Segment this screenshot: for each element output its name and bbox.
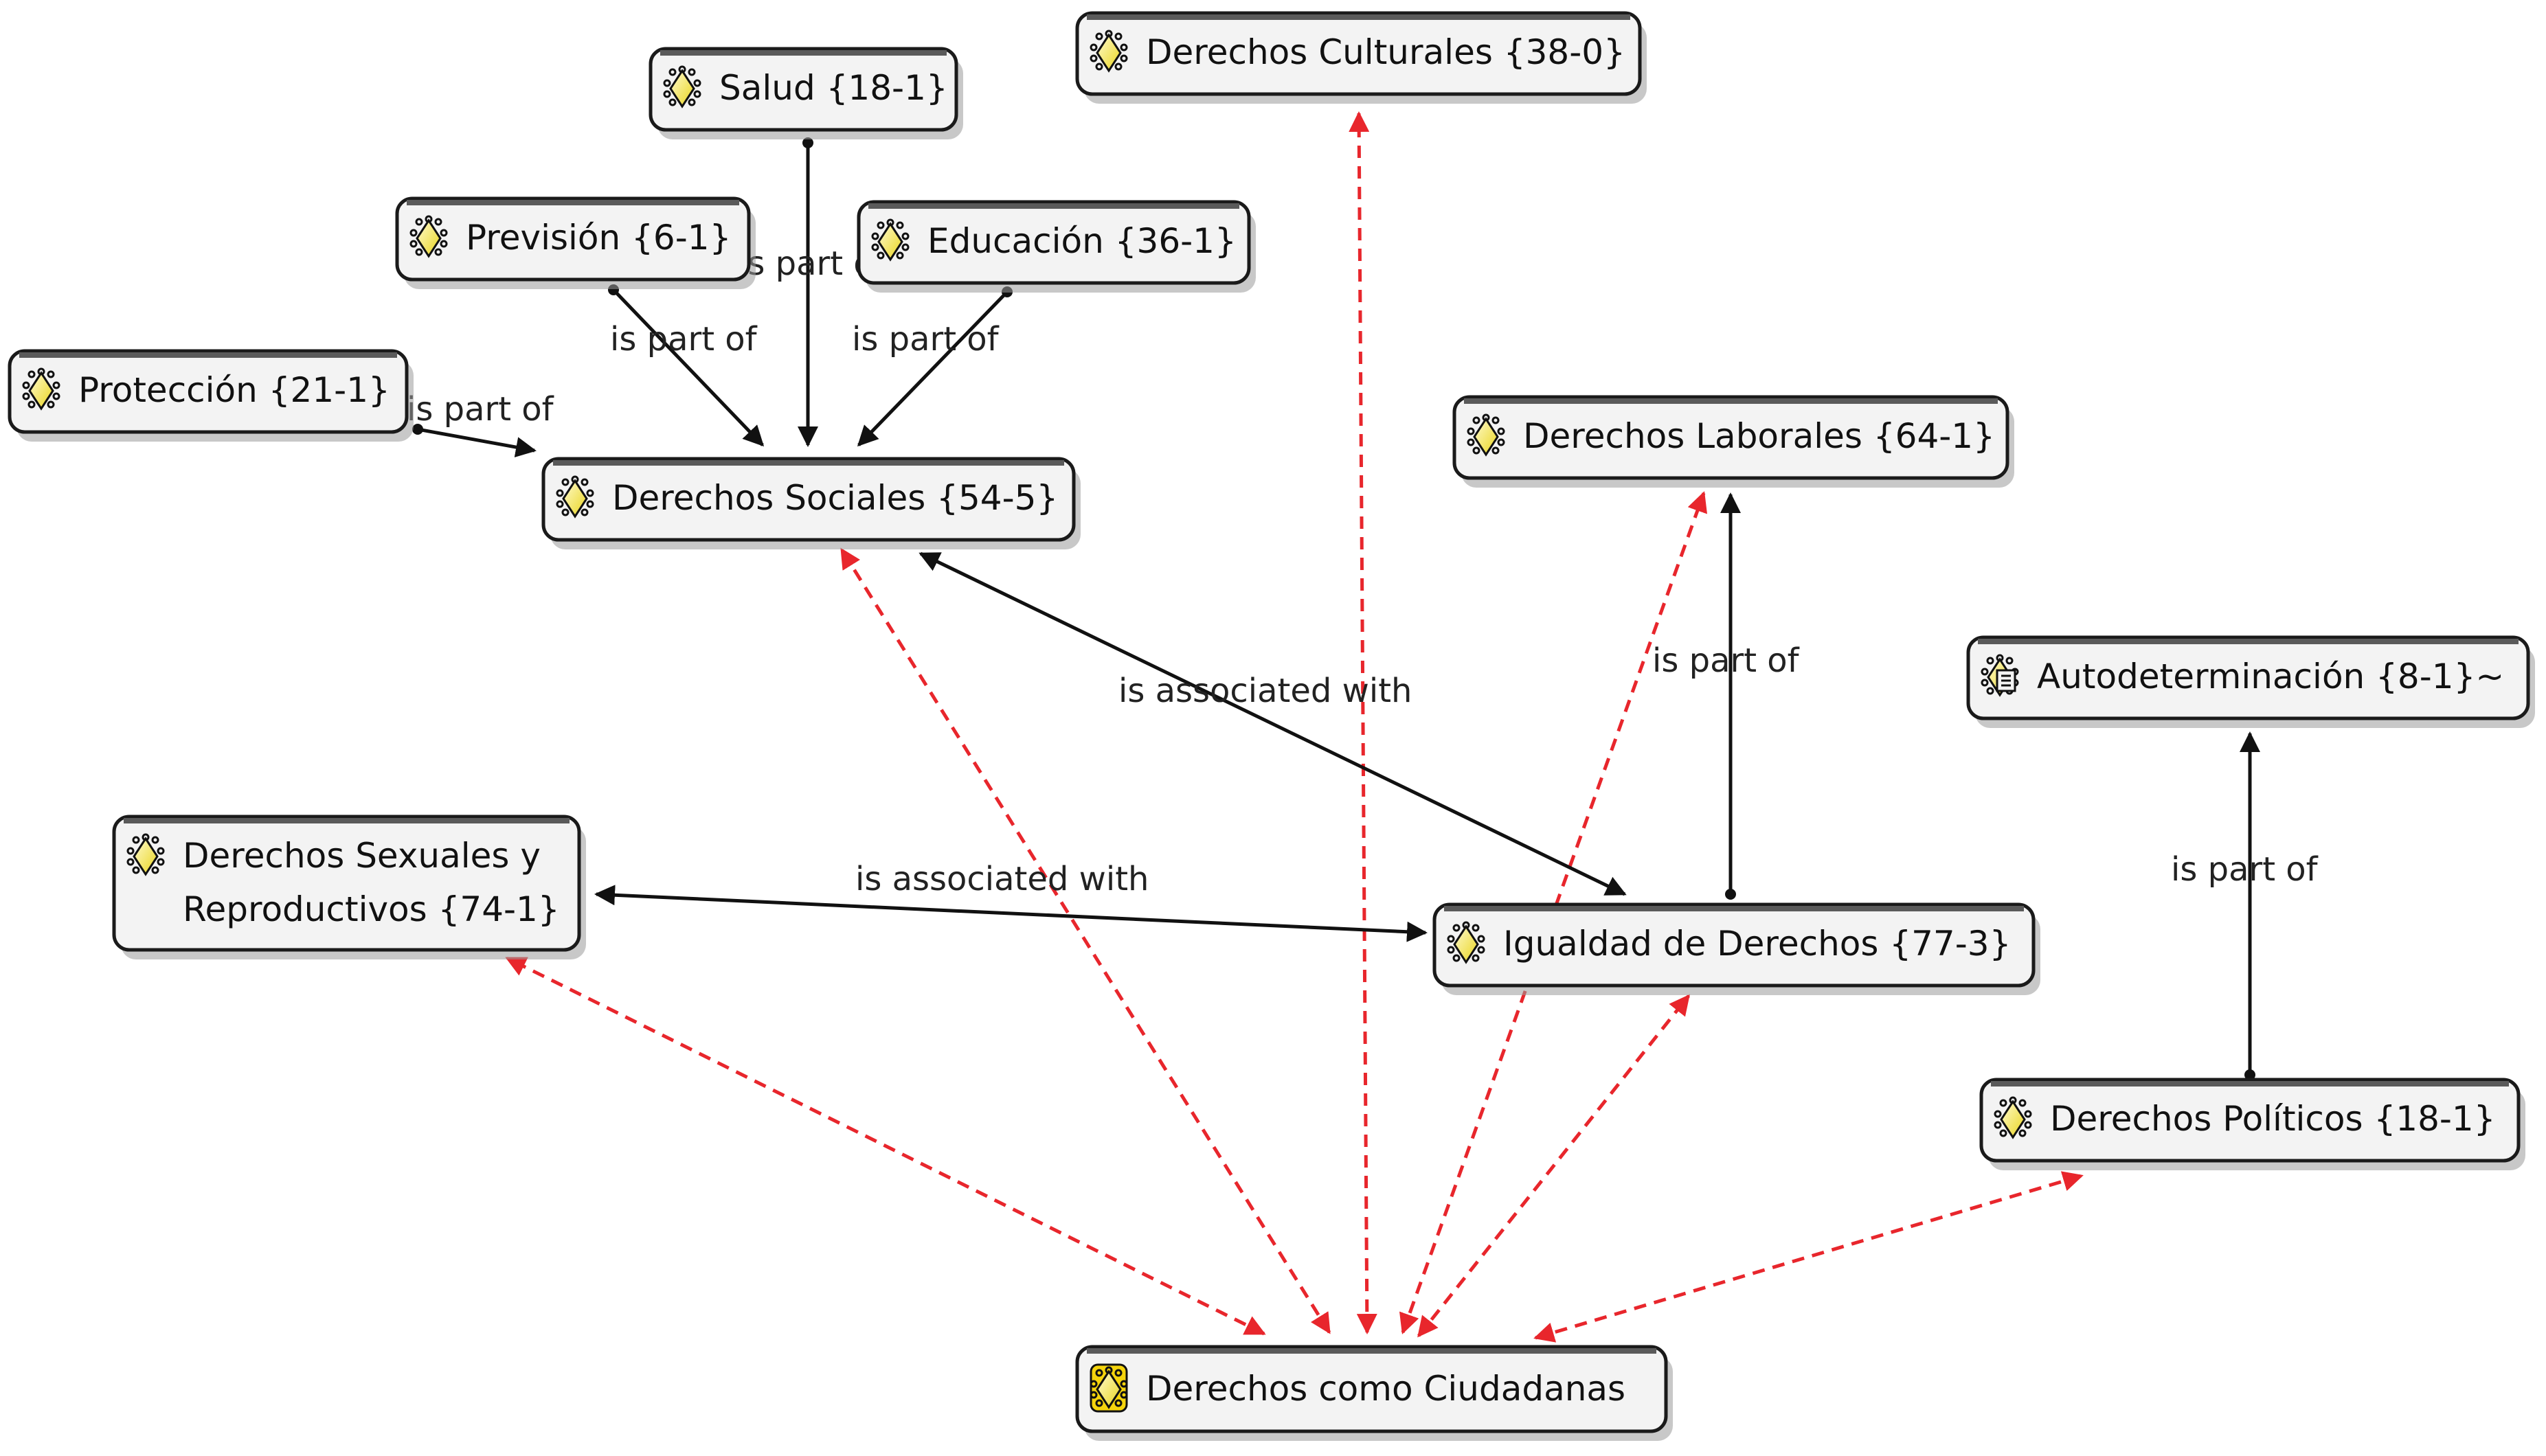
edge-prevision-sociales[interactable] xyxy=(607,284,765,447)
edges-layer xyxy=(412,111,2260,1343)
edge-label-prevision-sociales: is part of xyxy=(610,320,758,359)
node-label-line-1: Derechos Sexuales y xyxy=(183,836,541,876)
edge-educacion-sociales[interactable] xyxy=(857,286,1013,447)
code-memo-icon xyxy=(1981,654,2019,696)
edge-ciudadanas-sexuales[interactable] xyxy=(505,956,1266,1336)
edge-label-educacion-sociales: is part of xyxy=(852,320,1000,359)
node-derechos-culturales[interactable]: Derechos Culturales {38-0} xyxy=(1075,11,1647,104)
edge-sociales-igualdad[interactable] xyxy=(919,551,1627,896)
node-label: Derechos Culturales {38-0} xyxy=(1146,32,1625,72)
node-derechos-sexuales-reproductivos[interactable]: Derechos Sexuales y Reproductivos {74-1} xyxy=(112,815,586,959)
node-label: Protección {21-1} xyxy=(78,370,390,410)
edge-label-igualdad-laborales: is part of xyxy=(1652,641,1800,680)
node-derechos-como-ciudadanas[interactable]: Derechos como Ciudadanas xyxy=(1075,1345,1673,1441)
edge-proteccion-sociales[interactable] xyxy=(412,423,537,457)
node-label: Derechos Laborales {64-1} xyxy=(1523,416,1995,456)
code-family-icon xyxy=(1090,1363,1128,1413)
nodes-layer: Salud {18-1} Derechos Culturales {38-0} … xyxy=(8,11,2535,1441)
node-label: Autodeterminación {8-1}~ xyxy=(2037,657,2504,696)
node-proteccion[interactable]: Protección {21-1} xyxy=(8,349,414,442)
node-derechos-politicos[interactable]: Derechos Políticos {18-1} xyxy=(1979,1078,2525,1170)
node-label-line-2: Reproductivos {74-1} xyxy=(183,889,560,929)
node-igualdad-de-derechos[interactable]: Igualdad de Derechos {77-3} xyxy=(1432,902,2040,995)
edge-label-proteccion-sociales: is part of xyxy=(407,390,554,429)
edge-ciudadanas-igualdad[interactable] xyxy=(1417,994,1690,1338)
edge-sexuales-igualdad[interactable] xyxy=(594,885,1428,942)
node-label: Salud {18-1} xyxy=(719,68,948,108)
node-educacion[interactable]: Educación {36-1} xyxy=(857,200,1256,293)
edge-ciudadanas-sociales[interactable] xyxy=(840,547,1331,1334)
edge-ciudadanas-culturales[interactable] xyxy=(1349,111,1377,1334)
node-prevision[interactable]: Previsión {6-1} xyxy=(395,196,756,289)
edge-label-sociales-igualdad: is associated with xyxy=(1118,672,1412,710)
edge-labels-layer: is part of is part of is part of is part… xyxy=(407,244,2319,898)
node-salud[interactable]: Salud {18-1} xyxy=(649,47,963,139)
node-derechos-laborales[interactable]: Derechos Laborales {64-1} xyxy=(1452,395,2014,488)
node-label: Igualdad de Derechos {77-3} xyxy=(1503,924,2011,964)
edge-ciudadanas-politicos[interactable] xyxy=(1533,1171,2084,1343)
edge-label-sexuales-igualdad: is associated with xyxy=(855,860,1149,898)
edge-label-politicos-autodeterminacion: is part of xyxy=(2171,850,2319,889)
node-label: Previsión {6-1} xyxy=(466,218,731,258)
node-label: Derechos como Ciudadanas xyxy=(1146,1369,1625,1409)
node-label: Derechos Políticos {18-1} xyxy=(2050,1099,2496,1139)
node-label: Derechos Sociales {54-5} xyxy=(612,478,1058,518)
node-label: Educación {36-1} xyxy=(927,221,1237,261)
node-derechos-sociales[interactable]: Derechos Sociales {54-5} xyxy=(541,457,1081,549)
node-autodeterminacion[interactable]: Autodeterminación {8-1}~ xyxy=(1966,635,2535,728)
